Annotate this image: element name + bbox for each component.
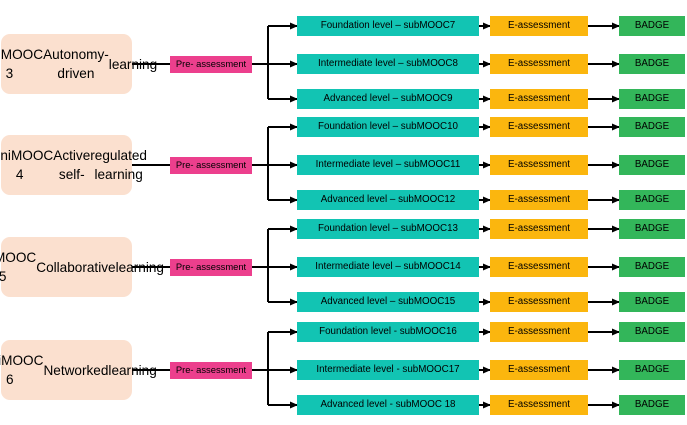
- e-assessment-box: E-assessment: [490, 117, 588, 137]
- level-box: Advanced level – subMOOC15: [297, 292, 479, 312]
- pre-assessment-box: Pre- assessment: [170, 258, 252, 276]
- mini-mooc-label-line: regulated learning: [90, 148, 147, 182]
- mini-mooc-label-line: learning: [108, 362, 157, 378]
- pre-assessment-box: Pre- assessment: [170, 156, 252, 174]
- e-assessment-box: E-assessment: [490, 54, 588, 74]
- badge-box: BADGE: [619, 360, 685, 380]
- level-box: Foundation level – subMOOC13: [297, 219, 479, 239]
- mini-mooc-label-line: miniMOOC 4: [0, 148, 54, 182]
- e-assessment-box: E-assessment: [490, 360, 588, 380]
- mini-mooc-label-line: learning: [108, 56, 158, 72]
- level-box: Intermediate level - subMOOC17: [297, 360, 479, 380]
- badge-box: BADGE: [619, 292, 685, 312]
- badge-box: BADGE: [619, 190, 685, 210]
- e-assessment-box: E-assessment: [490, 89, 588, 109]
- level-box: Intermediate level – subMOOC11: [297, 155, 479, 175]
- pre-assessment-box: Pre- assessment: [170, 55, 252, 73]
- pre-assessment-box: Pre- assessment: [170, 361, 252, 379]
- badge-box: BADGE: [619, 89, 685, 109]
- level-box: Advanced level – subMOOC12: [297, 190, 479, 210]
- e-assessment-box: E-assessment: [490, 322, 588, 342]
- mini-mooc-label-line: miniMOOC 3: [0, 47, 44, 81]
- badge-box: BADGE: [619, 322, 685, 342]
- level-box: Advanced level - subMOOC 18: [297, 395, 479, 415]
- level-box: Foundation level – subMOOC7: [297, 16, 479, 36]
- e-assessment-box: E-assessment: [490, 16, 588, 36]
- mini-mooc-label-line: miniMOOC 6: [0, 353, 44, 387]
- mini-mooc-label-line: Networked: [43, 362, 109, 378]
- badge-box: BADGE: [619, 117, 685, 137]
- badge-box: BADGE: [619, 219, 685, 239]
- level-box: Intermediate level – subMOOC14: [297, 257, 479, 277]
- e-assessment-box: E-assessment: [490, 292, 588, 312]
- level-box: Advanced level – subMOOC9: [297, 89, 479, 109]
- badge-box: BADGE: [619, 155, 685, 175]
- mini-mooc-label-line: Collaborative: [36, 259, 116, 275]
- e-assessment-box: E-assessment: [490, 190, 588, 210]
- badge-box: BADGE: [619, 54, 685, 74]
- mini-mooc-label-line: miniMOOC 5: [0, 250, 37, 284]
- mini-mooc-label-line: Active self-: [53, 148, 91, 182]
- badge-box: BADGE: [619, 257, 685, 277]
- level-box: Intermediate level – subMOOC8: [297, 54, 479, 74]
- e-assessment-box: E-assessment: [490, 395, 588, 415]
- mini-mooc-label-line: Autonomy-driven: [43, 47, 109, 81]
- badge-box: BADGE: [619, 395, 685, 415]
- e-assessment-box: E-assessment: [490, 155, 588, 175]
- e-assessment-box: E-assessment: [490, 257, 588, 277]
- e-assessment-box: E-assessment: [490, 219, 588, 239]
- level-box: Foundation level – subMOOC10: [297, 117, 479, 137]
- level-box: Foundation level - subMOOC16: [297, 322, 479, 342]
- badge-box: BADGE: [619, 16, 685, 36]
- mini-mooc-label-line: learning: [115, 259, 164, 275]
